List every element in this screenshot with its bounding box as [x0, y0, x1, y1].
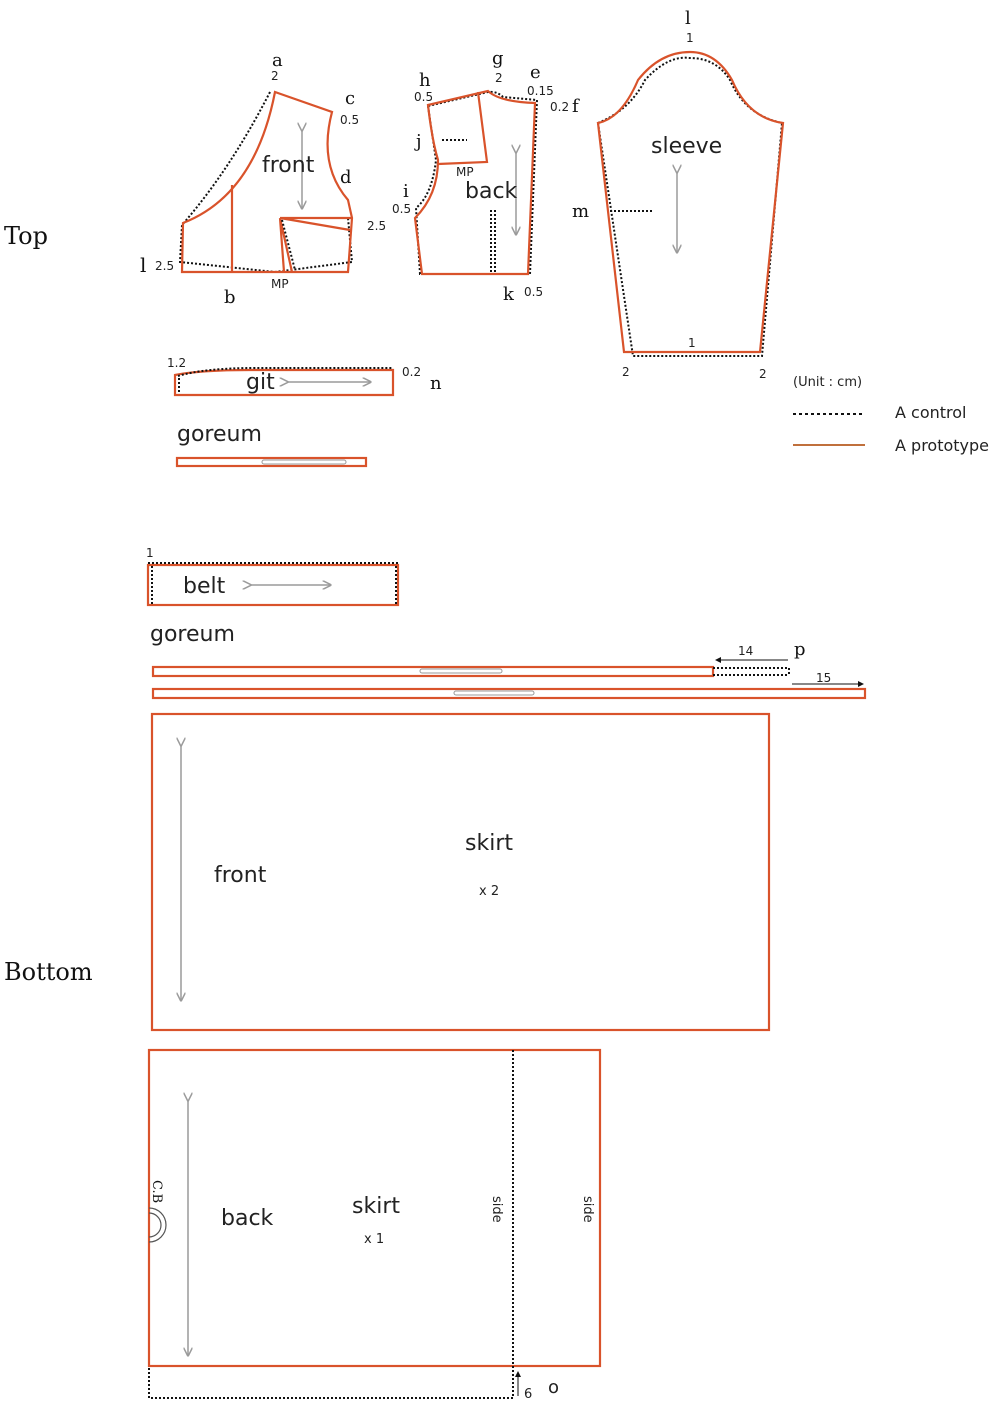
back-yoke-line	[437, 91, 489, 166]
value-git-right: 0.2	[402, 365, 421, 379]
sleeve-piece: sleeve l 1 m 1 2 2	[572, 8, 785, 381]
point-l: l	[140, 253, 146, 277]
section-label-top: Top	[4, 222, 48, 250]
point-e: e	[530, 62, 541, 83]
front-skirt-outline	[150, 712, 771, 1032]
value-sleeve-hem: 1	[688, 336, 696, 350]
back-skirt-label: back	[221, 1206, 274, 1231]
front-mp: MP	[271, 277, 289, 291]
point-k: k	[503, 284, 515, 305]
value-sleeve-top: 1	[686, 31, 694, 45]
back-prototype-outline	[413, 89, 537, 276]
top-goreum-piece: goreum	[175, 422, 368, 468]
top-goreum-label: goreum	[177, 422, 262, 447]
value-h: 0.5	[414, 90, 433, 104]
sleeve-control-outline	[596, 56, 784, 357]
point-n: n	[430, 373, 442, 394]
point-c: c	[345, 88, 355, 109]
git-piece: git 1.2 0.2 n	[167, 356, 442, 397]
legend: (Unit : cm) A control A prototype	[793, 375, 989, 455]
sleeve-prototype-outline	[596, 50, 785, 354]
point-i: i	[403, 181, 409, 202]
front-prototype-outline	[180, 90, 354, 274]
belt-piece: belt 1	[146, 546, 400, 607]
front-label: front	[262, 153, 315, 178]
value-i: 0.5	[392, 202, 411, 216]
value-goreum-long: 15	[816, 671, 831, 685]
point-d: d	[340, 167, 352, 188]
back-label: back	[465, 179, 518, 204]
back-skirt-control-outline	[148, 1050, 514, 1399]
legend-control-label: A control	[895, 403, 967, 422]
value-a: 2	[271, 69, 279, 83]
back-mp: MP	[456, 165, 474, 179]
back-skirt-title: skirt	[352, 1194, 400, 1219]
git-prototype-outline	[173, 368, 395, 397]
value-e: 0.15	[527, 84, 554, 98]
point-j: j	[414, 131, 422, 152]
front-dart	[278, 216, 352, 273]
back-control-outline	[414, 90, 539, 275]
back-dart-control	[490, 210, 496, 272]
top-goreum-outline	[175, 456, 368, 468]
bottom-goreum-label: goreum	[150, 622, 235, 647]
value-f: 0.2	[550, 100, 569, 114]
value-l: 2.5	[155, 259, 174, 273]
point-m: m	[572, 201, 589, 222]
value-hem-extension: 6	[524, 1387, 532, 1402]
bottom-goreum-piece: goreum 14 p 15	[150, 622, 867, 700]
legend-prototype-label: A prototype	[895, 436, 989, 455]
cb-notch	[148, 1207, 167, 1243]
value-belt: 1	[146, 546, 154, 560]
value-git-left: 1.2	[167, 356, 186, 370]
cb-label: C.B	[149, 1180, 164, 1203]
side-label-left: side	[489, 1196, 504, 1223]
point-g: g	[492, 48, 504, 69]
goreum-strip-2	[151, 687, 867, 700]
point-o: o	[548, 1377, 559, 1398]
value-goreum-short: 14	[738, 644, 753, 658]
front-skirt-title: skirt	[465, 831, 513, 856]
back-skirt-count: x 1	[364, 1232, 384, 1247]
point-f: f	[572, 96, 580, 117]
legend-unit: (Unit : cm)	[793, 375, 862, 390]
value-c: 0.5	[340, 113, 359, 127]
front-bodice-piece: front a 2 c 0.5 d 2.5 l 2.5 b MP	[140, 50, 386, 308]
point-b: b	[224, 287, 236, 308]
goreum-strip-1	[151, 665, 715, 678]
value-dart: 2.5	[367, 219, 386, 233]
point-p: p	[794, 639, 806, 660]
front-skirt-label: front	[214, 863, 267, 888]
sleeve-label: sleeve	[651, 134, 722, 159]
back-skirt-piece: back skirt x 1 C.B side side 6 o	[147, 1048, 602, 1402]
section-label-bottom: Bottom	[4, 958, 93, 986]
value-g: 2	[495, 71, 503, 85]
point-a: a	[272, 50, 283, 71]
value-k: 0.5	[524, 285, 543, 299]
point-h: h	[419, 70, 431, 91]
git-label: git	[246, 370, 275, 395]
belt-label: belt	[183, 574, 226, 599]
side-label-right: side	[580, 1196, 595, 1223]
front-control-outline	[178, 91, 354, 274]
point-l-sleeve: l	[685, 8, 691, 29]
front-skirt-piece: front skirt x 2	[150, 712, 771, 1032]
value-sleeve-right: 2	[759, 367, 767, 381]
value-sleeve-left: 2	[622, 365, 630, 379]
front-skirt-count: x 2	[479, 884, 499, 899]
belt-outline	[146, 563, 400, 607]
back-bodice-piece: back g 2 e 0.15 0.2 f h 0.5 j MP i 0.5 k…	[392, 48, 580, 305]
